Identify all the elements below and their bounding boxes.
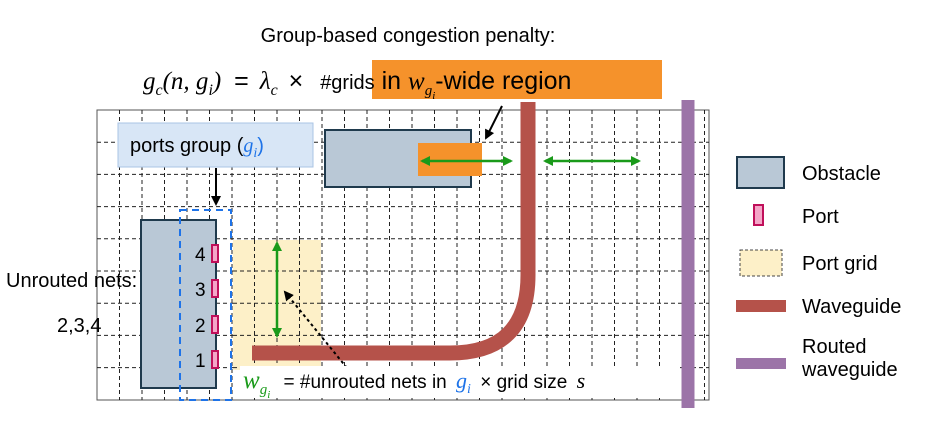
unrouted-nets-list: 2,3,4 [57,315,101,337]
dotted-arrow [283,290,348,369]
ports-group-close: ) [257,135,264,157]
bottom-formula-bg [240,366,680,398]
left-obstacle [140,219,217,389]
congestion-formula: gc(n, gi) = λc × #grids in wgi-wide regi… [143,67,571,102]
port-1 [211,350,219,369]
legend-obstacle-label: Obstacle [802,163,881,185]
ports-group-text: ports group ( [130,135,244,157]
legend-port-label: Port [802,206,839,228]
formula-times: × [289,67,304,95]
port-number-4: 4 [195,245,206,266]
formula-args-close: ) [211,68,221,95]
formula-lhs-sub: c [156,82,163,99]
formula-args: (n, g [163,68,209,95]
legend-routed-label-1: Routed [802,336,867,358]
port-number-3: 3 [195,280,206,301]
bottom-g: g [456,368,467,393]
legend-port-grid-swatch [739,249,783,277]
legend: Obstacle Port Port grid Waveguide Routed… [736,156,901,381]
port-2 [211,315,219,334]
port-number-2: 2 [195,316,206,337]
formula-highlight-in: in [375,67,408,95]
bottom-s: s [577,368,586,393]
bottom-text1: = #unrouted nets in [284,372,447,393]
legend-routed-label-2: waveguide [801,359,898,381]
formula-w-sub: g [425,83,433,99]
port-4 [211,244,219,263]
unrouted-nets-label: Unrouted nets: [6,270,137,292]
formula-equals: = [234,67,249,95]
legend-waveguide-swatch [736,300,786,312]
bottom-w-sub: g [260,382,268,398]
congestion-region [418,143,482,176]
formula-lambda-sub: c [271,82,278,99]
formula-w-subsub: i [432,90,435,102]
formula-highlight-prefix: #grids [320,72,374,94]
formula-w: w [408,68,425,95]
ports-group-var-sub: i [253,146,257,161]
bottom-text2: × grid size [480,372,567,393]
legend-port-grid-label: Port grid [802,253,878,275]
formula-lhs: g [143,68,156,95]
ports-group-box [117,122,314,168]
ports-group-outline [179,209,232,401]
legend-port-swatch [753,204,764,226]
ports-group-label: ports group (gi) [130,135,264,161]
port-3 [211,279,219,298]
formula-args-sub: i [208,82,212,99]
ports [211,244,219,369]
bottom-formula: wgi = #unrouted nets in gi × grid size s [243,367,585,403]
legend-obstacle-swatch [736,156,785,189]
legend-waveguide-label: Waveguide [802,296,901,318]
formula-highlight-suffix: -wide region [435,67,571,95]
formula-highlight [372,60,662,99]
ports-group-var: g [243,135,253,157]
formula-arrow [485,105,503,140]
port-number-1: 1 [195,351,206,372]
bottom-w-subsub: i [267,389,270,401]
diagram-title: Group-based congestion penalty: [261,25,556,47]
bottom-g-sub: i [467,382,471,397]
grid-border [96,109,710,401]
waveguide-path [252,102,536,361]
formula-lambda: λ [259,68,271,95]
legend-routed-swatch [736,358,786,369]
bottom-w: w [243,367,260,394]
